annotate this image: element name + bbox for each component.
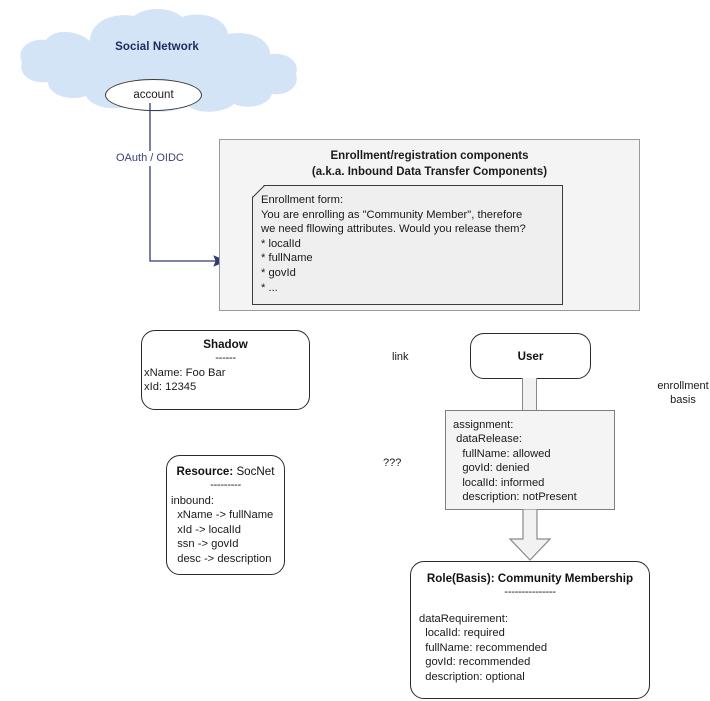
enrollment-title-line1: Enrollment/registration components — [330, 150, 529, 162]
account-node[interactable]: account — [105, 79, 202, 111]
resource-title-plain: SocNet — [233, 465, 275, 478]
user-entity-card[interactable]: User — [470, 333, 591, 379]
question-label: ??? — [382, 457, 403, 470]
resource-title-bold: Resource: — [176, 465, 234, 478]
enrollment-components-panel[interactable]: Enrollment/registration components (a.k.… — [219, 139, 640, 311]
oauth-oidc-label: OAuth / OIDC — [114, 151, 186, 166]
shadow-entity-card[interactable]: Shadow ------ xName: Foo Bar xId: 12345 — [141, 330, 310, 410]
assignment-to-role-block-arrow — [509, 509, 551, 561]
resource-entity-card[interactable]: Resource: SocNet --------- inbound: xNam… — [166, 455, 285, 575]
assignment-note[interactable]: assignment: dataRelease: fullName: allow… — [445, 410, 615, 510]
shadow-divider: ------ — [215, 352, 236, 364]
resource-divider: --------- — [210, 479, 241, 491]
shadow-body: xName: Foo Bar xId: 12345 — [144, 367, 226, 394]
role-body: dataRequirement: localId: required fullN… — [419, 613, 548, 683]
resource-title: Resource: SocNet — [167, 456, 284, 479]
role-title: Role(Basis): Community Membership — [426, 572, 634, 585]
cloud-shape — [20, 8, 297, 112]
assignment-text: assignment: dataRelease: fullName: allow… — [453, 419, 577, 504]
shadow-title: Shadow — [203, 338, 248, 351]
oauth-connector-arrow — [149, 103, 228, 267]
role-divider: --------------- — [504, 586, 556, 598]
link-label: link — [391, 351, 410, 364]
enrollment-title-line2: (a.k.a. Inbound Data Transfer Components… — [311, 166, 548, 178]
resource-body: inbound: xName -> fullName xId -> localI… — [171, 495, 274, 565]
user-title: User — [517, 349, 544, 363]
enrollment-basis-label: enrollment basis — [651, 380, 710, 407]
social-network-cloud[interactable]: Social Network account — [12, 8, 302, 118]
enrollment-form-note[interactable]: Enrollment form: You are enrolling as "C… — [252, 185, 563, 305]
user-to-assignment-connector — [522, 378, 537, 411]
enrollment-form-text: Enrollment form: You are enrolling as "C… — [261, 194, 526, 294]
cloud-title: Social Network — [115, 41, 199, 53]
role-basis-card[interactable]: Role(Basis): Community Membership ------… — [410, 561, 650, 699]
